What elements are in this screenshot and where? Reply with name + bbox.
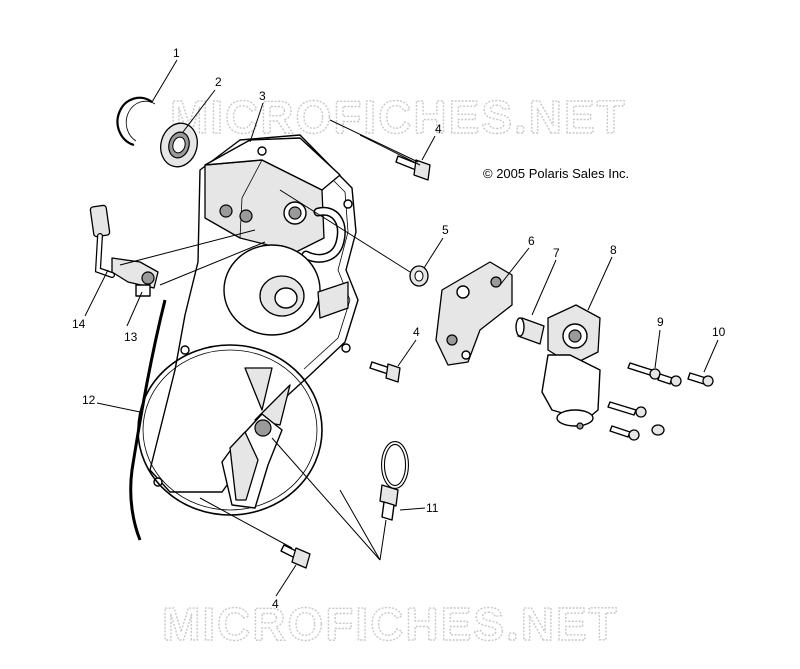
screw-set [607, 362, 682, 441]
sensor [111, 257, 159, 297]
callout-4-bottom: 4 [272, 597, 279, 611]
bolt-middle [369, 361, 401, 383]
washer [409, 265, 429, 287]
callout-13: 13 [124, 330, 138, 344]
callout-10: 10 [712, 325, 726, 339]
callout-8: 8 [610, 243, 617, 257]
leader-lines [84, 59, 719, 597]
coupler [515, 317, 545, 345]
callout-4-middle: 4 [413, 325, 420, 339]
callout-5: 5 [442, 223, 449, 237]
callout-2: 2 [215, 75, 222, 89]
callout-7: 7 [553, 246, 560, 260]
callout-11: 11 [426, 501, 439, 515]
callout-9: 9 [657, 315, 664, 329]
callout-3: 3 [259, 89, 266, 103]
callout-6: 6 [528, 234, 535, 248]
seal-strip [129, 299, 167, 541]
watermark-top: MICROFICHES.NET [170, 91, 627, 143]
callout-14: 14 [72, 317, 86, 331]
fan-blade [221, 367, 291, 509]
bolt-bottom [280, 544, 311, 569]
case-cover [149, 134, 359, 493]
callout-1: 1 [173, 46, 180, 60]
seal [160, 122, 198, 168]
snap-ring [116, 96, 156, 147]
callout-12: 12 [82, 393, 96, 407]
mounting-bracket [435, 261, 513, 366]
callout-4-top: 4 [435, 122, 442, 136]
copyright-text: © 2005 Polaris Sales Inc. [483, 166, 629, 181]
callout-labels: 1 2 3 4 4 4 5 6 7 8 9 10 11 12 13 14 [72, 46, 726, 611]
dipstick [379, 441, 409, 521]
sensor-connector [89, 204, 115, 278]
actuator-motor [541, 304, 601, 430]
bolt-ten [687, 372, 714, 387]
watermark-bottom: MICROFICHES.NET [162, 598, 619, 650]
bolt-top [395, 155, 431, 181]
